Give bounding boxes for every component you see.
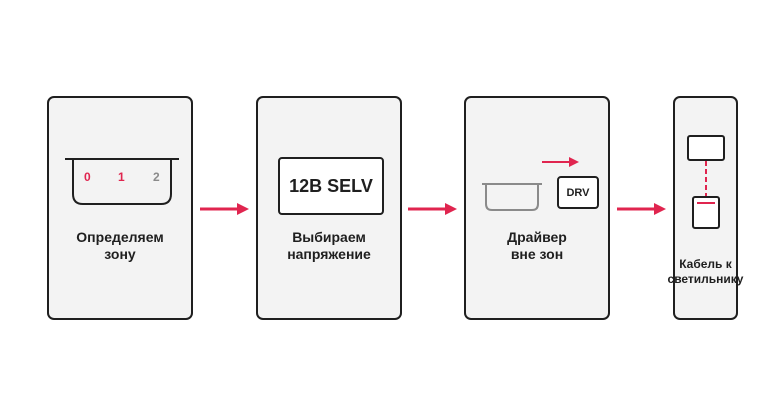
step-caption: Драйвер вне зон <box>466 229 608 263</box>
cable-connection-icon <box>687 135 725 229</box>
zone-0-label: 0 <box>84 170 91 184</box>
step-caption: Кабель к светильнику <box>663 257 748 287</box>
step-caption: Определяем зону <box>49 229 191 263</box>
bathtub-icon <box>65 158 179 205</box>
caption-line: зону <box>104 246 136 262</box>
step-card-voltage: 12В SELV Выбираем напряжение <box>256 96 402 320</box>
caption-line: Кабель к <box>679 257 732 271</box>
caption-line: вне зон <box>510 246 564 262</box>
zone-1-label: 1 <box>118 170 125 184</box>
caption-line: Определяем <box>76 229 164 245</box>
caption-line: напряжение <box>287 246 371 262</box>
voltage-badge: 12В SELV <box>278 157 384 215</box>
arrow-right-icon <box>200 203 249 215</box>
zone-2-label: 2 <box>153 170 160 184</box>
caption-line: Драйвер <box>507 229 567 245</box>
caption-line: светильнику <box>667 272 744 286</box>
step-caption: Выбираем напряжение <box>258 229 400 263</box>
driver-badge: DRV <box>557 176 599 209</box>
arrow-right-icon <box>617 203 666 215</box>
arrow-right-icon <box>542 157 579 167</box>
arrow-right-icon <box>408 203 457 215</box>
step-card-driver: DRV Драйвер вне зон <box>464 96 610 320</box>
step-card-zone: 0 1 2 Определяем зону <box>47 96 193 320</box>
bathtub-outline-icon <box>482 183 542 211</box>
step-card-cable: Кабель к светильнику <box>668 96 743 320</box>
caption-line: Выбираем <box>292 229 366 245</box>
